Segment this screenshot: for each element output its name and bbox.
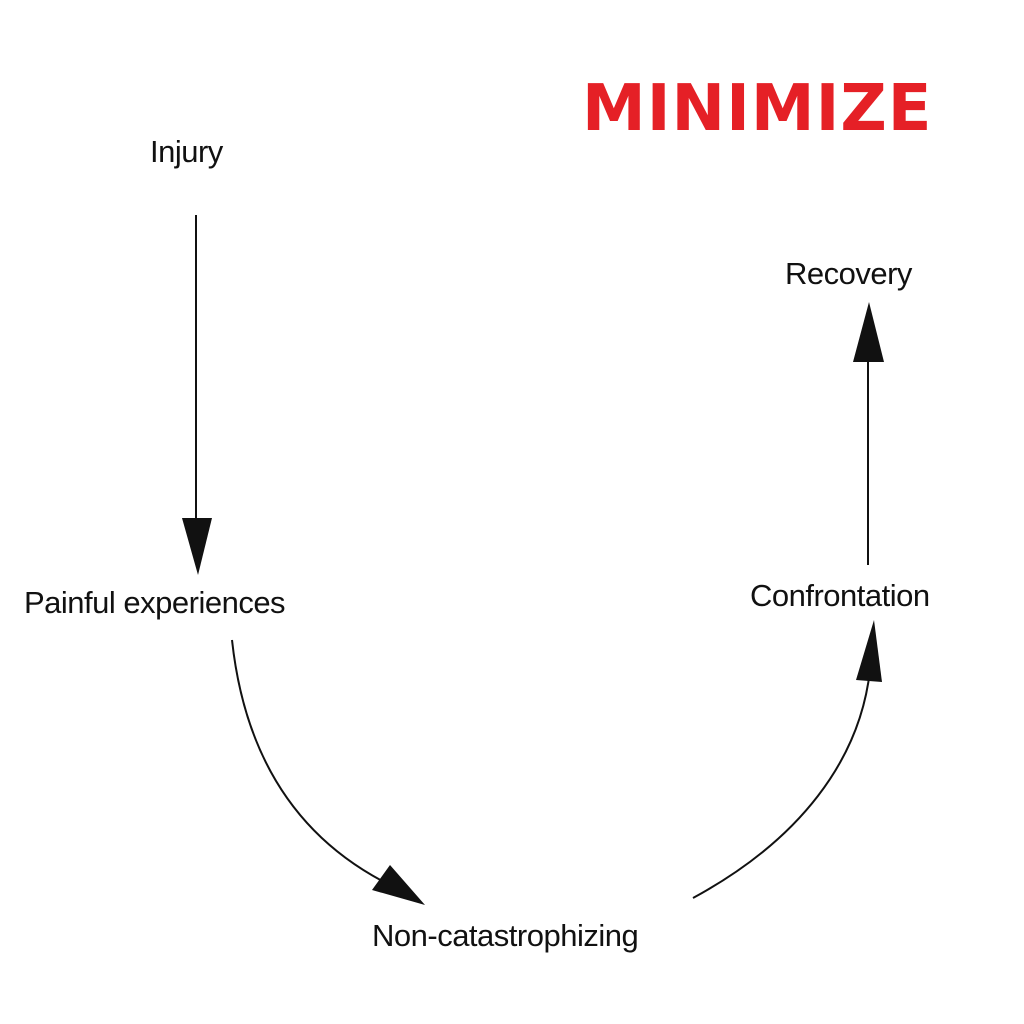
node-non-catastrophizing: Non-catastrophizing — [372, 918, 639, 953]
arrowhead-down-icon — [182, 518, 212, 575]
node-recovery: Recovery — [785, 256, 912, 291]
node-confrontation: Confrontation — [750, 578, 930, 613]
arrowhead-up-icon — [853, 302, 884, 362]
arrow-noncat-to-confrontation — [692, 669, 871, 899]
node-injury: Injury — [150, 134, 223, 169]
node-painful-experiences: Painful experiences — [24, 585, 286, 620]
arrowhead-up-icon — [856, 620, 882, 682]
title-minimize: MINIMIZE — [582, 72, 933, 146]
arrow-painful-to-noncat — [231, 639, 391, 886]
arrowhead-diagonal-icon — [372, 865, 425, 905]
